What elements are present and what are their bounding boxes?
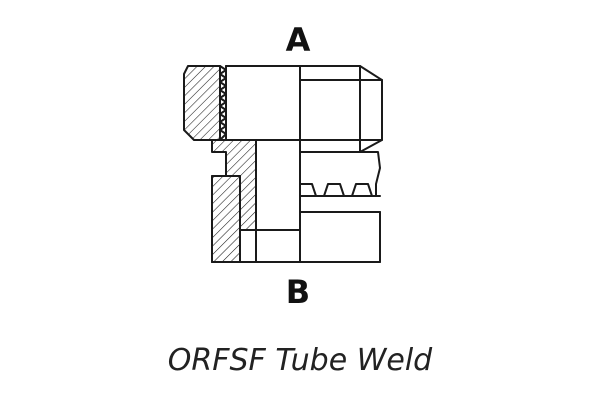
nut-section-left bbox=[183, 65, 227, 141]
nut-bore bbox=[225, 65, 301, 141]
sleeve-section bbox=[211, 139, 301, 263]
weld-body-exterior bbox=[299, 139, 381, 263]
port-label-b: B bbox=[285, 273, 311, 311]
nut-exterior-right bbox=[299, 65, 383, 153]
port-label-a: A bbox=[285, 21, 311, 59]
base-outline bbox=[211, 175, 381, 263]
diagram-caption: ORFSF Tube Weld bbox=[167, 343, 433, 378]
